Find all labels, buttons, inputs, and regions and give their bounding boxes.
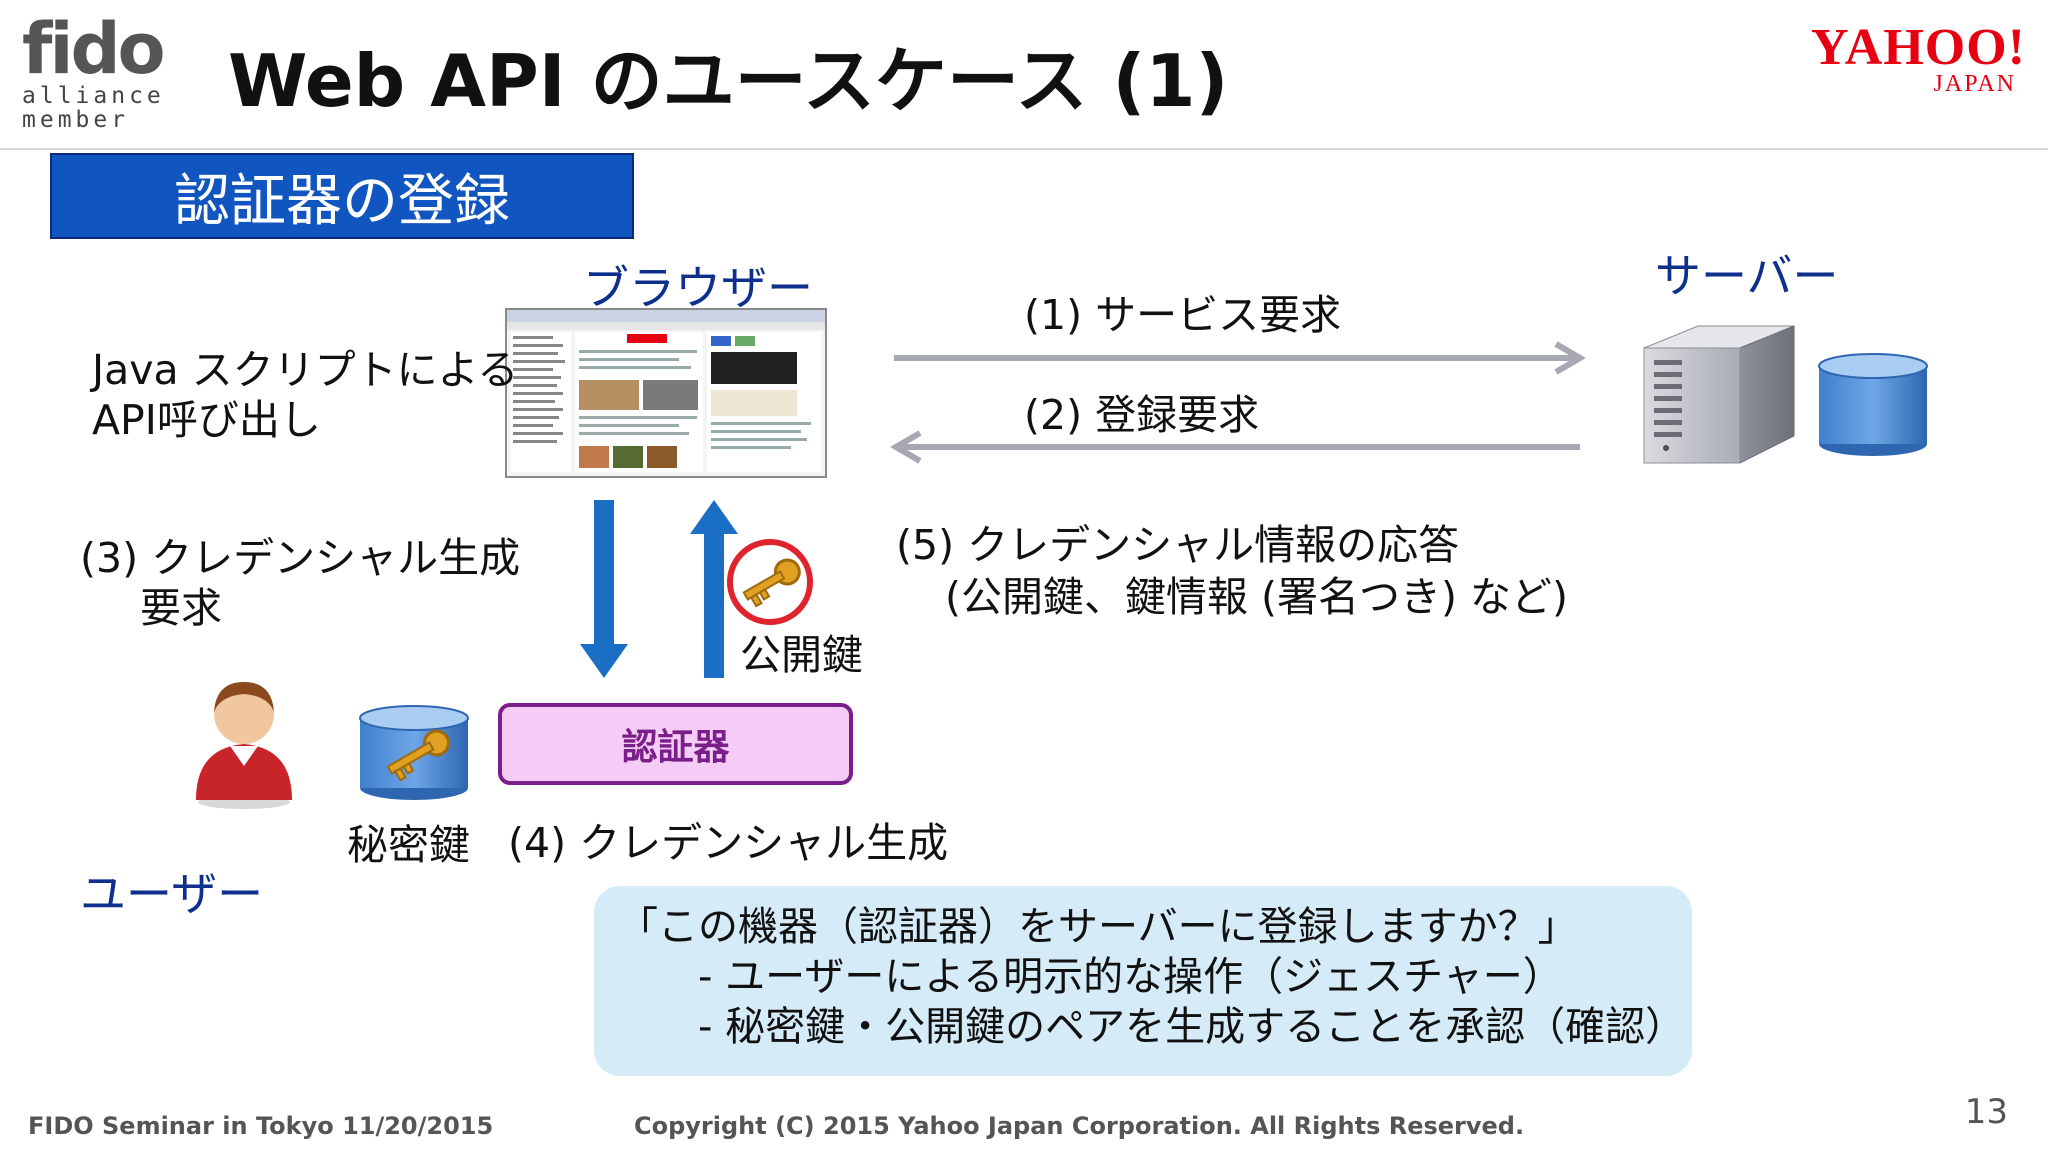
yahoo-logo-sub: JAPAN <box>1933 71 2016 97</box>
private-key-icon <box>359 705 469 800</box>
authenticator-box: 認証器 <box>498 703 853 785</box>
down-arrow <box>580 500 628 678</box>
page-number: 13 <box>1964 1092 2008 1132</box>
fido-logo-word: fido <box>22 8 166 90</box>
browser-screenshot-icon <box>505 308 827 478</box>
request-response-arrows <box>890 341 1586 464</box>
public-key-icon <box>727 539 813 625</box>
server-icon <box>1643 325 1928 464</box>
database-icon <box>1818 353 1928 456</box>
yahoo-japan-logo: YAHOO! JAPAN <box>1811 19 2026 97</box>
step1-label: (1) サービス要求 <box>1024 291 1342 339</box>
step3-line1: (3) クレデンシャル生成 <box>80 534 521 582</box>
step2-label: (2) 登録要求 <box>1024 391 1260 439</box>
javascript-note-line1: Java スクリプトによる <box>92 346 519 394</box>
step4-label: (4) クレデンシャル生成 <box>508 819 949 867</box>
confirmation-callout: 「この機器（認証器）をサーバーに登録しますか？」 - ユーザーによる明示的な操作… <box>594 886 1692 1076</box>
up-arrow <box>690 500 738 678</box>
fido-alliance-logo: fido alliance member <box>22 8 172 132</box>
callout-question: 「この機器（認証器）をサーバーに登録しますか？」 <box>618 904 1578 950</box>
service-request-arrow <box>894 341 1586 375</box>
fido-logo-member: member <box>22 107 130 133</box>
callout-bullet-approve: - 秘密鍵・公開鍵のペアを生成することを承認（確認） <box>698 1004 1686 1050</box>
step3-line2: 要求 <box>140 584 222 632</box>
public-key-label: 公開鍵 <box>740 631 863 679</box>
user-label: ユーザー <box>80 867 264 921</box>
footer-copyright: Copyright (C) 2015 Yahoo Japan Corporati… <box>634 1112 1525 1140</box>
server-tower <box>1643 325 1795 464</box>
server-label: サーバー <box>1655 249 1839 303</box>
header-divider <box>0 148 2048 150</box>
private-key-label: 秘密鍵 <box>347 821 470 869</box>
credential-arrows <box>580 500 738 678</box>
javascript-note-line2: API呼び出し <box>92 396 321 444</box>
step5-line2: (公開鍵、鍵情報 (署名つき) など) <box>945 573 1569 621</box>
footer-seminar: FIDO Seminar in Tokyo 11/20/2015 <box>28 1112 494 1140</box>
user-icon <box>196 682 292 809</box>
fido-logo-alliance: alliance <box>22 83 165 109</box>
step5-line1: (5) クレデンシャル情報の応答 <box>896 521 1460 569</box>
browser-label: ブラウザー <box>583 261 813 315</box>
callout-bullet-gesture: - ユーザーによる明示的な操作（ジェスチャー） <box>698 954 1563 1000</box>
yahoo-logo-main: YAHOO! <box>1811 19 2026 76</box>
registration-request-arrow <box>890 430 1580 464</box>
section-label: 認証器の登録 <box>50 153 634 239</box>
slide-title: Web API のユースケース (1) <box>228 39 1229 123</box>
